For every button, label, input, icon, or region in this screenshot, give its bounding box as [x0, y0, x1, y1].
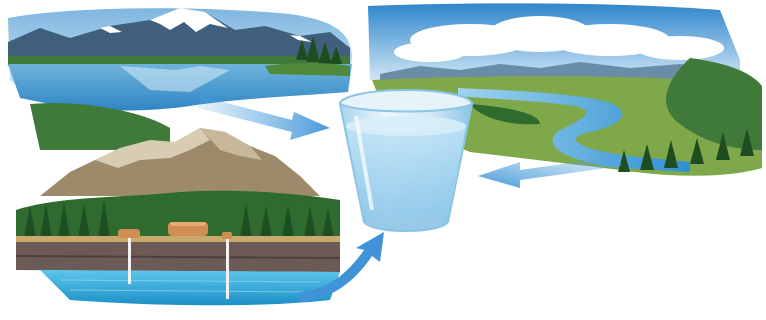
arrow-from-river — [478, 156, 622, 188]
arrow-from-lake — [198, 96, 330, 140]
mountain-range — [8, 8, 350, 58]
rocky-mountain — [40, 128, 320, 196]
mountain-lake-panel — [8, 8, 352, 111]
water-in-glass — [346, 126, 466, 231]
aquifer — [40, 270, 340, 306]
forest-band — [16, 190, 340, 238]
cloud-bank — [394, 16, 724, 62]
well-left — [118, 229, 140, 284]
trees-right — [296, 36, 342, 64]
water-glass — [338, 89, 474, 232]
arrow-from-groundwater — [300, 232, 384, 302]
river-valley-panel — [368, 3, 762, 176]
river — [458, 88, 690, 172]
well-right — [168, 222, 232, 299]
groundwater-panel — [15, 103, 341, 306]
snow-caps — [100, 8, 312, 42]
